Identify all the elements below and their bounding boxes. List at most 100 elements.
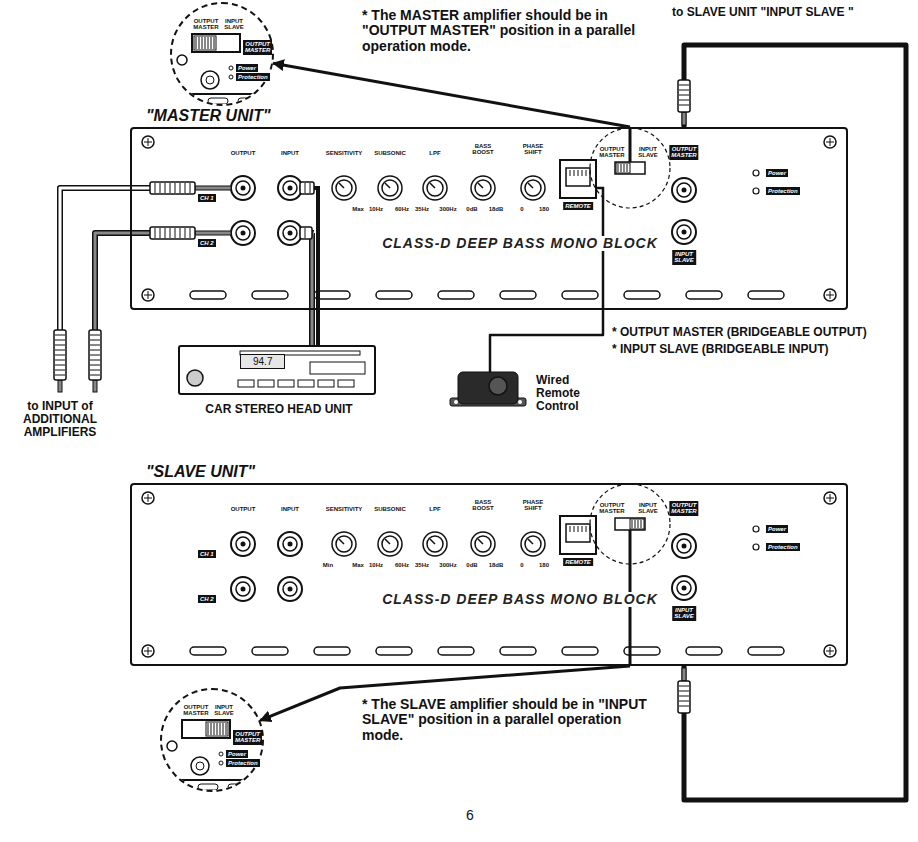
jack-label: REMOTE <box>563 558 593 566</box>
slider-grip <box>641 520 642 528</box>
vent-slot <box>252 291 288 299</box>
panel-label: INPUT <box>281 506 299 512</box>
protection-led <box>219 761 223 765</box>
rca-jack-ring <box>677 539 691 553</box>
screw-slot <box>148 291 149 299</box>
mode-switch <box>615 518 645 530</box>
screw-slot <box>830 291 831 299</box>
slider-grip <box>223 723 224 735</box>
rca-jack-pin <box>288 542 293 547</box>
jack-label: CH 2 <box>198 239 216 247</box>
rca-cable-core <box>95 233 150 330</box>
volume-knob <box>187 370 203 386</box>
node-text: CAR STEREO HEAD UNIT <box>205 403 352 416</box>
panel-label: BASS BOOST <box>472 499 493 512</box>
rca-plug-grip <box>679 100 689 101</box>
screw <box>142 645 154 657</box>
jack-label: INPUT SLAVE <box>672 606 696 621</box>
knob-ring <box>378 176 402 200</box>
panel-label: SENSITIVITY <box>326 506 363 512</box>
mode-switch <box>192 34 240 52</box>
rca-plug <box>300 182 314 194</box>
rca-plug <box>89 330 101 380</box>
slider-grip <box>621 164 622 172</box>
screw <box>167 741 177 751</box>
remote-jack-pin <box>582 170 583 176</box>
knob <box>525 180 541 196</box>
slider-grip <box>226 723 227 735</box>
rca-plug-grip <box>155 183 156 193</box>
screw-slot <box>830 138 831 146</box>
vent-slot <box>376 647 412 655</box>
rca-jack-ring <box>677 581 691 595</box>
vent-slot <box>686 291 722 299</box>
rca-jack <box>672 178 696 202</box>
rca-plug-grip <box>679 686 689 687</box>
vent-slot <box>438 647 474 655</box>
rca-plug-grip <box>679 95 689 96</box>
panel-label: INPUT SLAVE <box>638 146 658 159</box>
note-text: * INPUT SLAVE (BRIDGEABLE INPUT) <box>612 343 828 356</box>
master-panel-art <box>142 127 836 301</box>
panel-label: Min <box>323 562 333 568</box>
slider-grip <box>638 520 639 528</box>
jack-label: OUTPUT MASTER <box>243 40 272 55</box>
rca-plug-grip <box>160 183 161 193</box>
rca-plug-grip <box>185 228 186 238</box>
jack-label: CH 1 <box>198 194 216 202</box>
vent-slot <box>500 647 536 655</box>
vent-slot <box>500 291 536 299</box>
rca-plug-grip <box>190 183 191 193</box>
rca-plug-grip <box>90 345 100 346</box>
panel-label: 0 <box>520 562 523 568</box>
panel-label: 0 <box>520 206 523 212</box>
jack-label: OUTPUT MASTER <box>669 145 698 160</box>
brand-text: CLASS-D DEEP BASS MONO BLOCK <box>380 236 660 251</box>
inset-zoom <box>162 690 278 790</box>
panel-label: OUTPUT <box>231 506 256 512</box>
slider-grip <box>205 37 206 49</box>
rca-plug-grip <box>55 355 65 356</box>
rca-plug-grip <box>190 228 191 238</box>
rca-jack-pin <box>288 587 293 592</box>
screw <box>824 136 836 148</box>
rca-plug-grip <box>170 183 171 193</box>
remote-jack-pin <box>574 526 575 532</box>
vent-slot <box>562 291 598 299</box>
rca-plug-grip <box>55 345 65 346</box>
panel-label: 18dB <box>489 562 504 568</box>
knob <box>336 180 352 196</box>
slave-panel-art <box>142 484 836 666</box>
head-unit-button <box>238 380 254 387</box>
head-unit: 94.7CAR STEREO HEAD UNIT <box>178 345 376 395</box>
slider-grip <box>208 37 209 49</box>
callout-arrow <box>273 63 630 127</box>
node-text: 94.7 <box>240 354 285 369</box>
vent-slot <box>562 647 598 655</box>
unit-title: "SLAVE UNIT" <box>146 463 255 481</box>
panel-label: 180 <box>539 562 549 568</box>
rca-jack <box>672 220 696 244</box>
rca-plug-tip <box>93 380 97 392</box>
rca-plug-tip <box>682 112 686 125</box>
rca-plug-grip <box>679 90 689 91</box>
head-unit-panel <box>310 362 365 374</box>
slider-grip <box>618 164 619 172</box>
head-unit-button <box>278 380 294 387</box>
panel-edge <box>164 779 260 781</box>
head-unit-button <box>298 380 314 387</box>
remote-jack-pin <box>574 170 575 176</box>
panel-label: 35Hz <box>415 206 429 212</box>
knob-pointer <box>385 539 390 544</box>
knob-pointer <box>430 183 435 188</box>
jack-label: Power <box>766 525 788 533</box>
rca-jack-ring <box>283 582 297 596</box>
rca-jack-pin <box>682 544 687 549</box>
rca-jack-ring <box>283 537 297 551</box>
remote-jack-pin <box>578 170 579 176</box>
panel-label: 300Hz <box>439 206 456 212</box>
knob-pointer <box>385 183 390 188</box>
rca-plug-grip <box>155 228 156 238</box>
panel-label: OUTPUT <box>231 150 256 156</box>
audio-cable <box>316 310 320 345</box>
